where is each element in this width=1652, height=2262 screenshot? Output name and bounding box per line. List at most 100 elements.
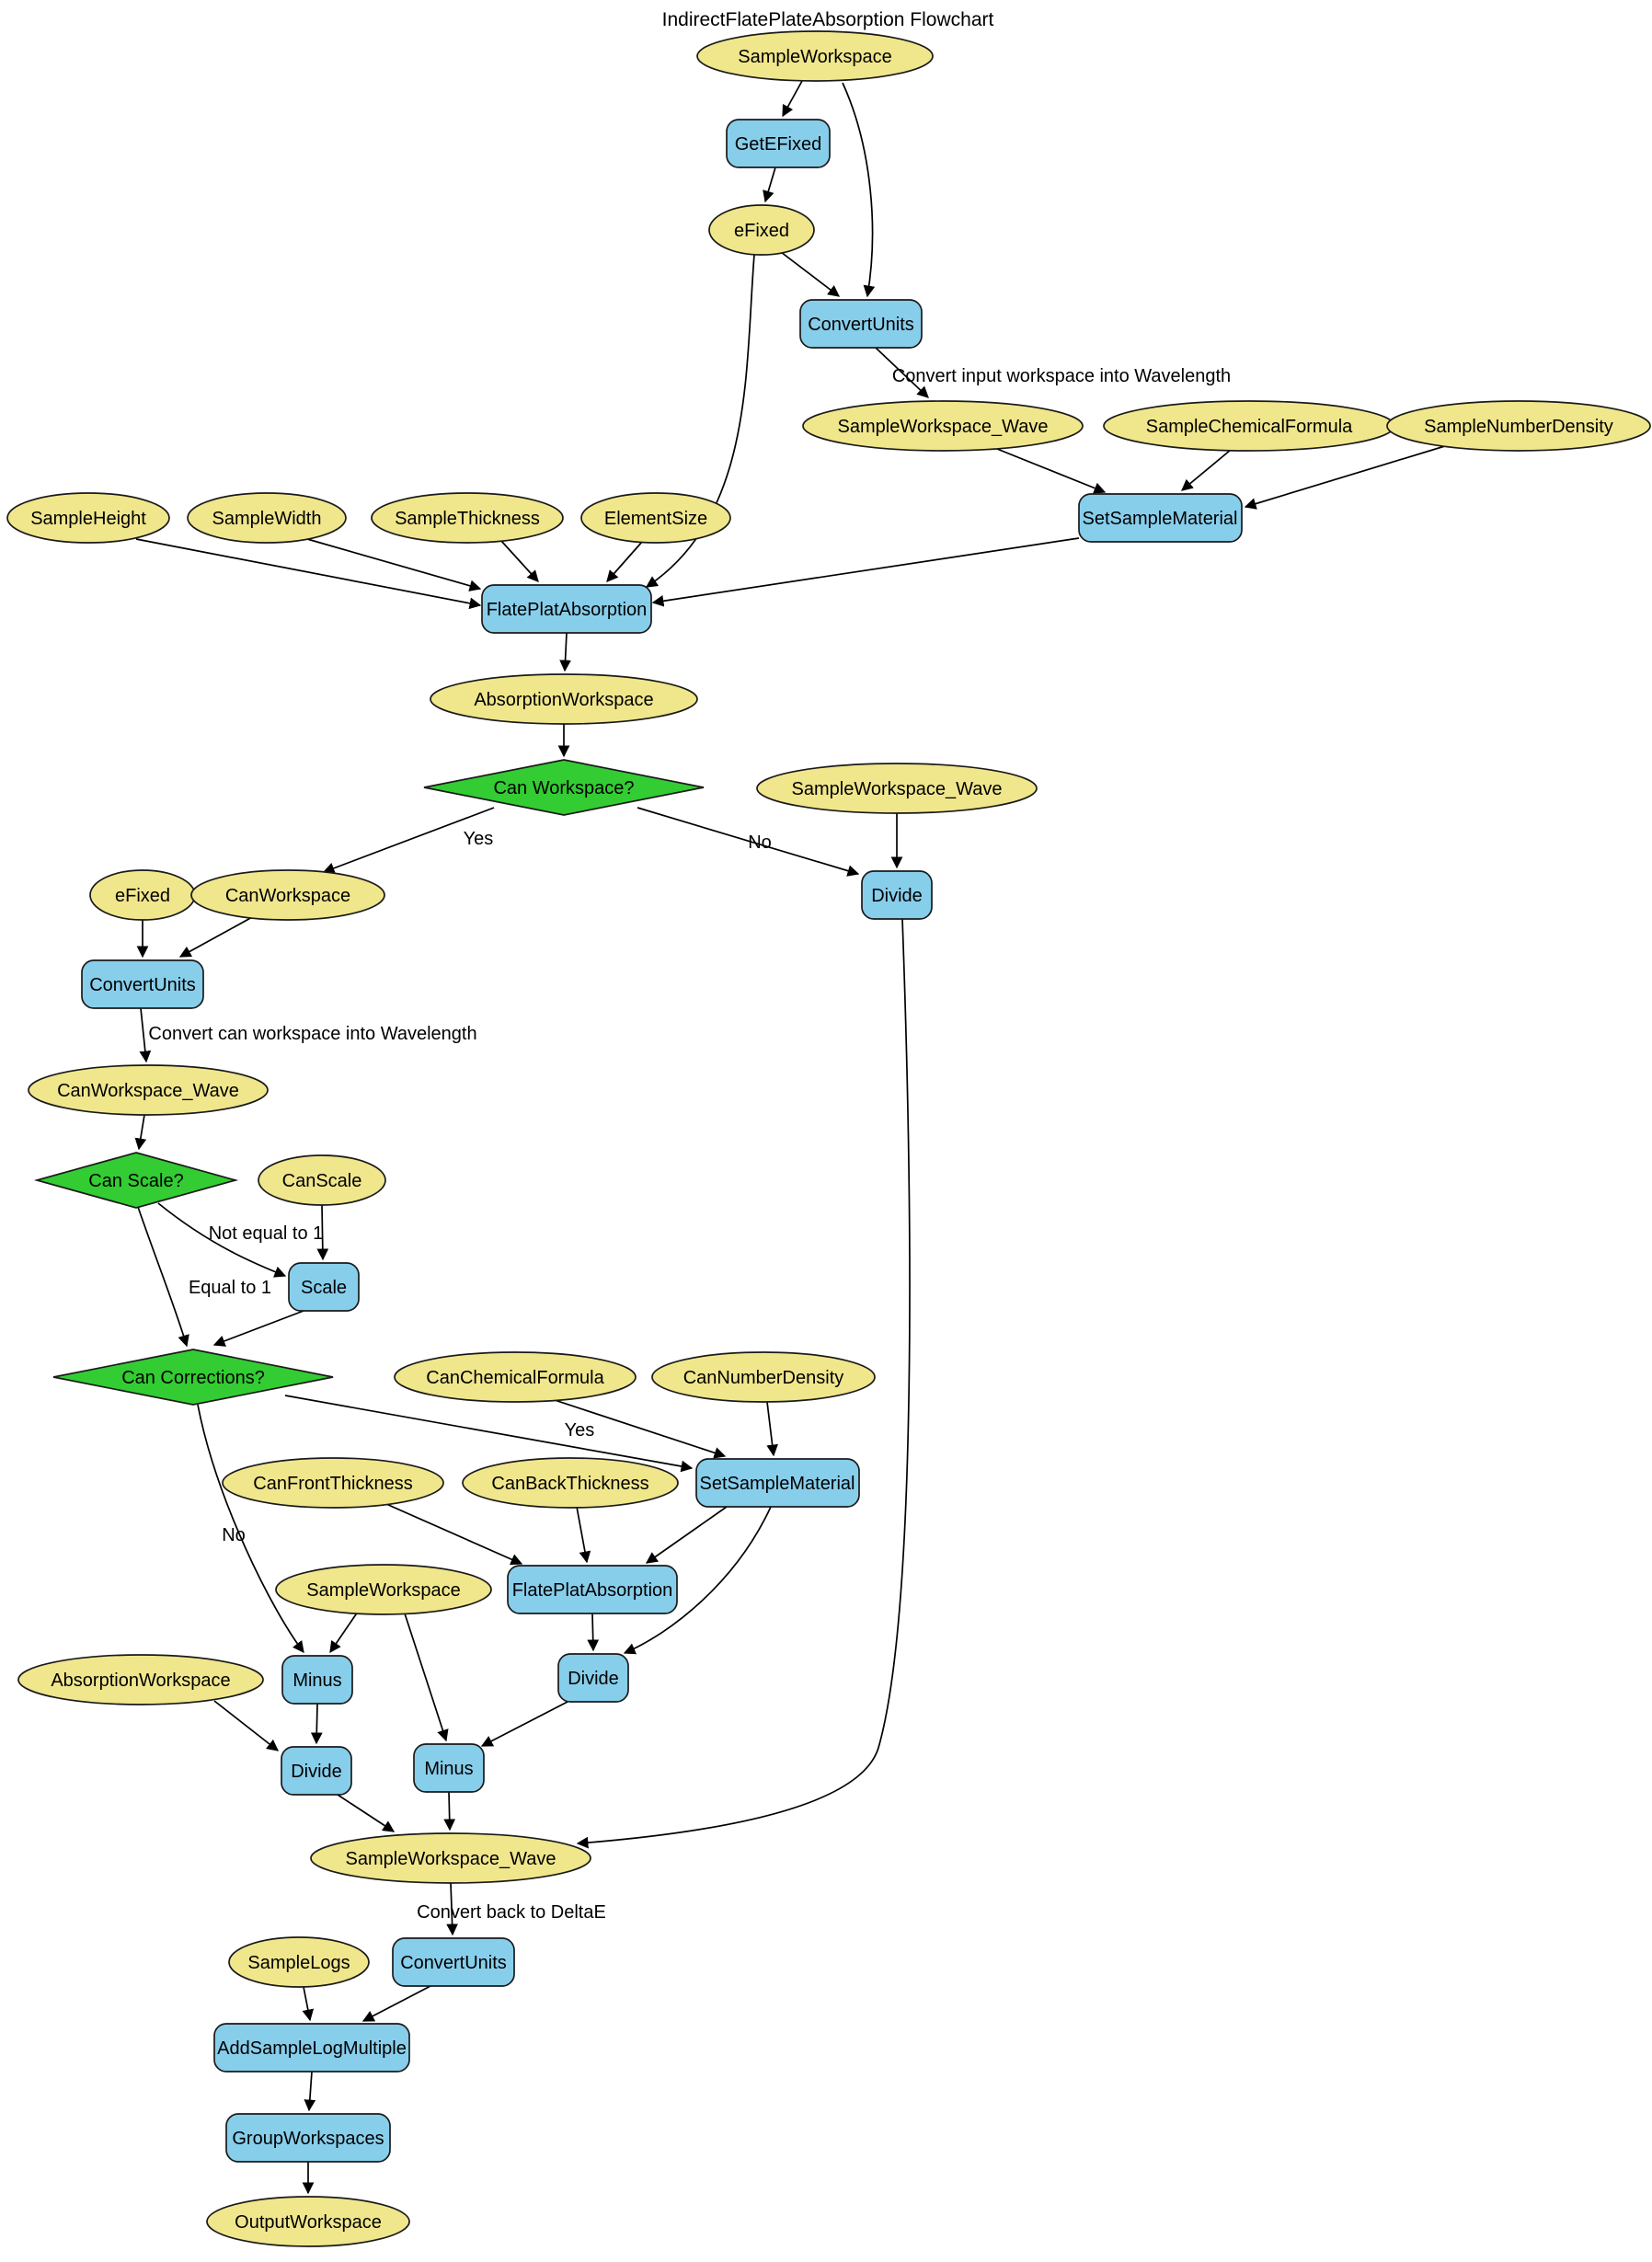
node-efixed-2-label: eFixed xyxy=(115,886,170,906)
node-can-workspace-label: CanWorkspace xyxy=(225,886,350,906)
node-sample-workspace-wave-1: SampleWorkspace_Wave xyxy=(802,400,1084,452)
node-sample-width-shape xyxy=(187,492,347,544)
node-sample-workspace-wave-2: SampleWorkspace_Wave xyxy=(756,763,1038,814)
edge-canscaleq-notequal-to-scale xyxy=(157,1202,287,1278)
node-divide-3: Divide xyxy=(281,1746,352,1796)
edge-cannumberdensity-to-setsamplematerial2 xyxy=(766,1401,778,1457)
edge-addsamplelogmultiple-to-groupworkspaces xyxy=(304,2071,316,2112)
node-get-efixed: GetEFixed xyxy=(726,119,831,168)
edge-cancorrectionsq-no-to-minus1 xyxy=(197,1404,304,1654)
edge-sampleheight-to-flateplatabsorption1 xyxy=(135,538,482,610)
node-set-sample-material-2-label: SetSampleMaterial xyxy=(700,1474,855,1494)
node-can-back-thickness-shape xyxy=(462,1457,679,1509)
node-can-workspace-q-shape xyxy=(423,759,705,816)
node-absorption-workspace-2-shape xyxy=(17,1654,264,1705)
node-sample-workspace-shape xyxy=(696,30,934,82)
node-absorption-workspace-1: AbsorptionWorkspace xyxy=(430,673,698,725)
node-flate-plat-absorption-2: FlatePlatAbsorption xyxy=(507,1565,678,1614)
node-absorption-workspace-1-shape xyxy=(430,673,698,725)
edges-layer xyxy=(134,80,1449,2195)
node-set-sample-material-2-shape xyxy=(695,1458,860,1508)
edge-sampleworkspace-to-convertunits1 xyxy=(842,82,876,298)
edge-label-convert-can: Convert can workspace into Wavelength xyxy=(148,1024,476,1044)
node-divide-2-shape xyxy=(557,1653,629,1703)
node-can-front-thickness-label: CanFrontThickness xyxy=(253,1474,412,1494)
node-scale: Scale xyxy=(288,1262,360,1312)
edge-label-convert-input: Convert input workspace into Wavelength xyxy=(892,366,1231,386)
edge-minus1-to-divide3 xyxy=(310,1703,323,1745)
node-set-sample-material-2: SetSampleMaterial xyxy=(695,1458,860,1508)
edge-label-equal-to-1: Equal to 1 xyxy=(189,1278,271,1298)
edge-label-no-1: No xyxy=(748,832,772,853)
node-sample-width: SampleWidth xyxy=(187,492,347,544)
node-flate-plat-absorption-2-label: FlatePlatAbsorption xyxy=(512,1580,673,1601)
node-output-workspace: OutputWorkspace xyxy=(206,2196,410,2247)
edge-sampleworkspace-to-getefixed xyxy=(782,80,803,118)
node-can-corrections-q-label: Can Corrections? xyxy=(121,1368,265,1388)
edge-canfrontthickness-to-flateplatabsorption2 xyxy=(385,1503,523,1566)
edge-samplenumberdensity-to-setsamplematerial1 xyxy=(1244,444,1449,510)
edge-efixed1-to-flateplatabsorption1 xyxy=(645,254,755,588)
edge-flateplatabsorption1-to-absorptionworkspace1 xyxy=(559,632,571,672)
node-can-workspace: CanWorkspace xyxy=(190,869,385,921)
node-can-scale-q: Can Scale? xyxy=(33,1152,239,1209)
node-efixed-2: eFixed xyxy=(89,869,196,921)
node-can-corrections-q-shape xyxy=(52,1349,334,1406)
node-sample-workspace-wave-3-shape xyxy=(310,1832,591,1884)
node-group-workspaces-label: GroupWorkspaces xyxy=(232,2129,384,2149)
node-divide-2-label: Divide xyxy=(568,1669,619,1689)
node-absorption-workspace-1-label: AbsorptionWorkspace xyxy=(474,690,653,710)
node-can-workspace-q-label: Can Workspace? xyxy=(493,778,634,798)
node-divide-2: Divide xyxy=(557,1653,629,1703)
flowchart-title: IndirectFlatePlateAbsorption Flowchart xyxy=(662,9,994,30)
node-sample-workspace-wave-3: SampleWorkspace_Wave xyxy=(310,1832,591,1884)
node-convert-units-2: ConvertUnits xyxy=(81,959,204,1009)
edge-setsamplematerial2-to-divide2 xyxy=(623,1506,772,1655)
node-set-sample-material-1: SetSampleMaterial xyxy=(1078,493,1243,543)
edge-canchemicalformula-to-setsamplematerial2 xyxy=(551,1398,727,1459)
node-efixed-1-label: eFixed xyxy=(734,221,789,241)
node-sample-workspace-2-shape xyxy=(275,1564,492,1615)
node-can-chemical-formula-label: CanChemicalFormula xyxy=(426,1368,604,1388)
node-can-front-thickness: CanFrontThickness xyxy=(222,1457,444,1509)
node-absorption-workspace-2-label: AbsorptionWorkspace xyxy=(51,1671,230,1691)
edge-sampleworkspacewave3-to-convertunits3 xyxy=(446,1882,458,1936)
edge-samplechemicalformula-to-setsamplematerial1 xyxy=(1181,449,1232,491)
node-sample-workspace-wave-3-label: SampleWorkspace_Wave xyxy=(346,1849,556,1869)
node-scale-shape xyxy=(288,1262,360,1312)
node-can-workspace-wave-shape xyxy=(28,1064,269,1116)
node-convert-units-2-shape xyxy=(81,959,204,1009)
node-can-front-thickness-shape xyxy=(222,1457,444,1509)
node-can-scale-label: CanScale xyxy=(282,1171,362,1191)
node-can-scale: CanScale xyxy=(258,1154,386,1206)
edge-setsamplematerial2-to-flateplatabsorption2 xyxy=(645,1506,728,1564)
node-sample-height-shape xyxy=(6,492,170,544)
node-minus-2: Minus xyxy=(413,1743,485,1793)
node-convert-units-1-shape xyxy=(799,299,923,349)
node-can-scale-shape xyxy=(258,1154,386,1206)
node-flate-plat-absorption-1-shape xyxy=(481,584,652,634)
node-efixed-1: eFixed xyxy=(708,204,815,256)
edge-labels-layer: Convert input workspace into Wavelength … xyxy=(148,366,1231,1923)
node-convert-units-3-shape xyxy=(392,1937,515,1987)
node-convert-units-1-label: ConvertUnits xyxy=(808,315,914,335)
edge-setsamplematerial1-to-flateplatabsorption1 xyxy=(651,537,1080,607)
edge-sampleworkspacewave1-to-setsamplematerial1 xyxy=(996,448,1107,494)
node-sample-chemical-formula: SampleChemicalFormula xyxy=(1103,400,1395,452)
node-can-workspace-wave-label: CanWorkspace_Wave xyxy=(57,1081,239,1101)
node-minus-2-shape xyxy=(413,1743,485,1793)
node-group-workspaces-shape xyxy=(225,2113,391,2163)
edge-canworkspaceq-no-to-divide1 xyxy=(637,807,860,877)
node-sample-thickness-label: SampleThickness xyxy=(395,509,540,529)
edge-efixed1-to-convertunits1 xyxy=(780,251,841,297)
node-add-sample-log-multiple-label: AddSampleLogMultiple xyxy=(217,2038,407,2059)
node-convert-units-3: ConvertUnits xyxy=(392,1937,515,1987)
node-can-chemical-formula: CanChemicalFormula xyxy=(394,1351,637,1403)
node-can-number-density-shape xyxy=(651,1351,876,1403)
node-sample-thickness: SampleThickness xyxy=(371,492,564,544)
node-sample-number-density-label: SampleNumberDensity xyxy=(1424,417,1613,437)
node-divide-3-shape xyxy=(281,1746,352,1796)
node-flate-plat-absorption-2-shape xyxy=(507,1565,678,1614)
node-sample-workspace-wave-2-label: SampleWorkspace_Wave xyxy=(792,779,1003,799)
